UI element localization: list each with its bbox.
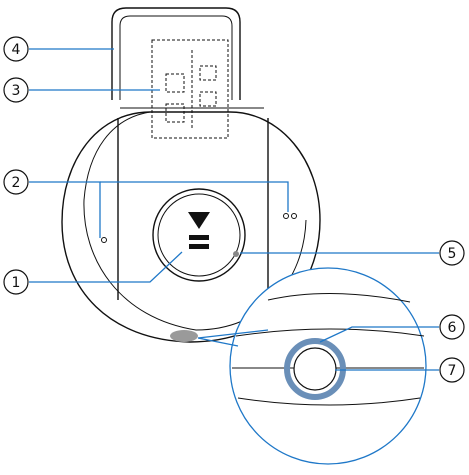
callout-4: 4	[3, 36, 29, 62]
callouts: 1 2 3 4 5 6 7	[3, 36, 465, 383]
usb-connector	[151, 39, 229, 139]
callout-7: 7	[439, 357, 465, 383]
leader-line-1	[29, 251, 183, 283]
callout-1: 1	[3, 269, 29, 295]
headphone-jack	[293, 347, 337, 391]
callout-circle-6	[439, 314, 465, 340]
callout-6: 6	[439, 314, 465, 340]
callout-number-5: 5	[448, 246, 457, 262]
callout-3: 3	[3, 77, 29, 103]
callout-circle-7	[439, 357, 465, 383]
zoom-inset	[229, 267, 427, 465]
leader-line-2	[100, 181, 289, 212]
callout-circle-3	[3, 77, 29, 103]
callout-number-7: 7	[448, 363, 457, 379]
callout-circle-5	[439, 240, 465, 266]
leader-line-6	[319, 326, 439, 343]
indicator-light	[284, 338, 346, 400]
callout-2: 2	[3, 169, 29, 195]
callout-circle-1	[3, 269, 29, 295]
callout-circle-2	[3, 169, 29, 195]
play-pause-icon	[188, 212, 210, 229]
callout-number-1: 1	[12, 275, 21, 291]
callout-number-2: 2	[12, 175, 21, 191]
callout-number-6: 6	[448, 320, 457, 336]
play-pause-button	[152, 188, 246, 282]
callout-number-3: 3	[12, 83, 21, 99]
inset-connector	[197, 329, 269, 347]
indicator-led	[233, 251, 239, 257]
callout-number-4: 4	[12, 42, 21, 58]
callout-5: 5	[439, 240, 465, 266]
clip	[111, 7, 241, 100]
leader-lines	[29, 48, 439, 371]
bottom-port	[170, 330, 198, 342]
callout-circle-4	[3, 36, 29, 62]
microphone	[101, 213, 297, 243]
